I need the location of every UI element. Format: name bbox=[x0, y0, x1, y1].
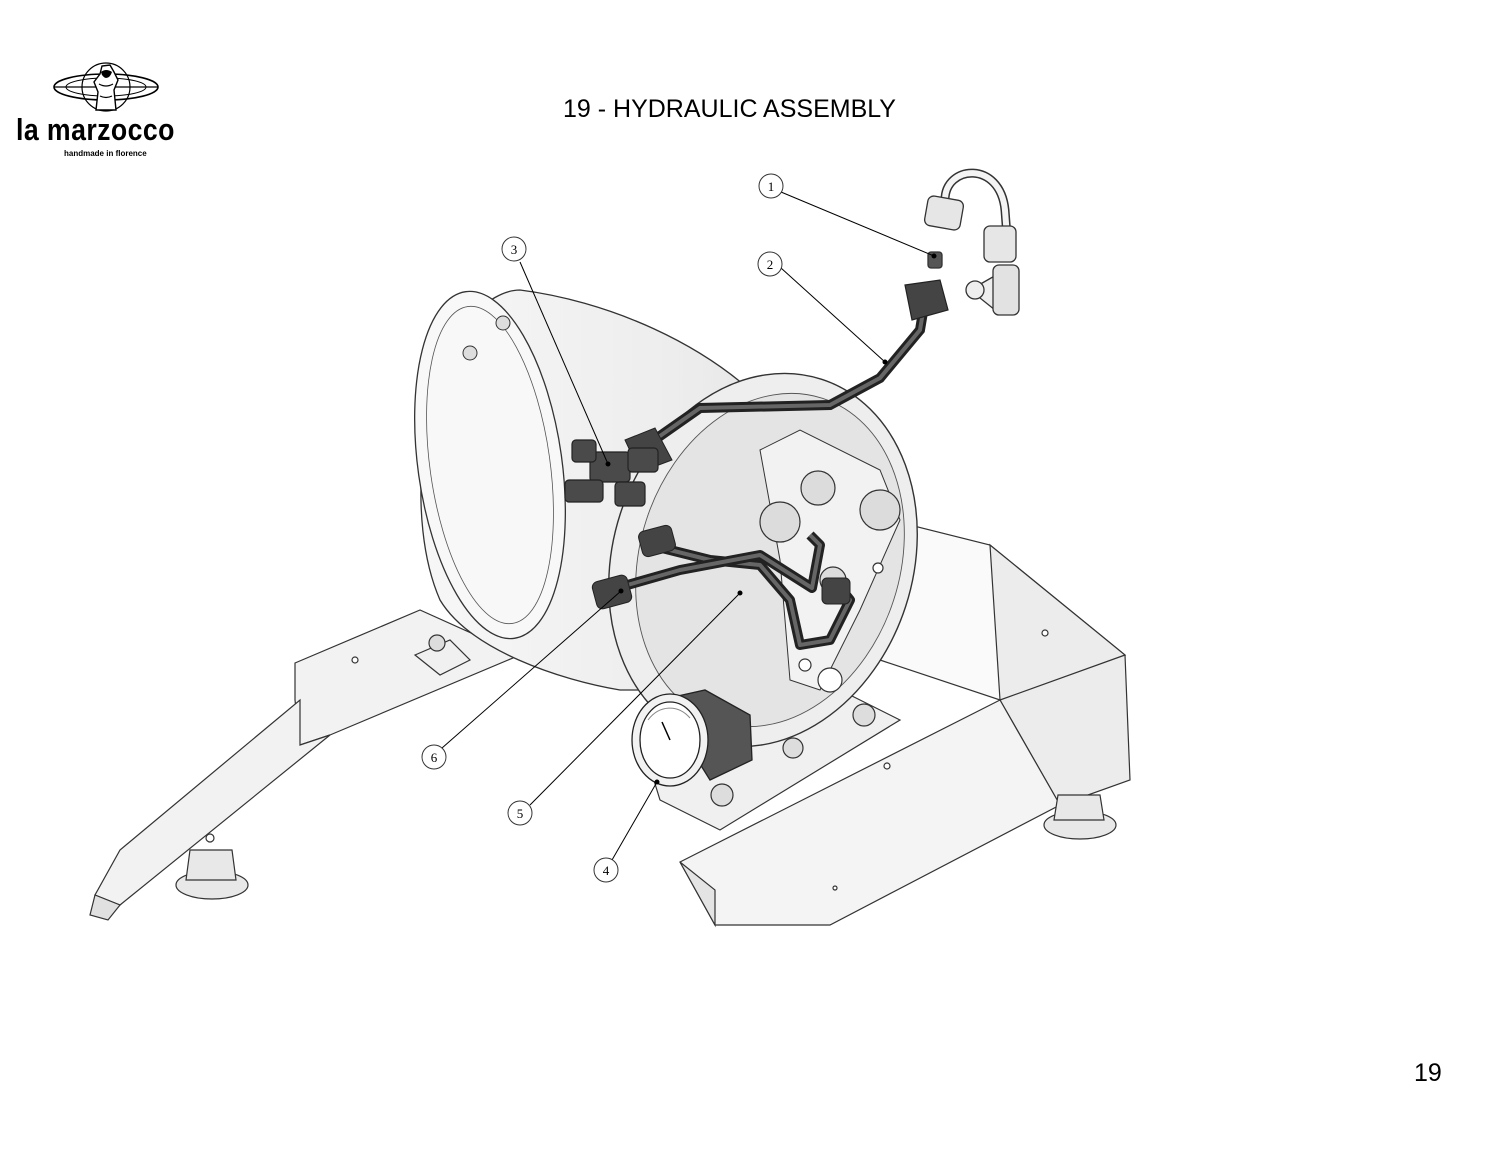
foot-left bbox=[175, 849, 249, 900]
brand-logo: la marzocco handmade in florence bbox=[12, 62, 202, 162]
callout-4-label: 4 bbox=[603, 863, 610, 878]
hydraulic-assembly-diagram: 1 2 3 4 5 6 bbox=[89, 168, 1131, 928]
callout-1: 1 bbox=[758, 173, 784, 199]
callout-5-label: 5 bbox=[517, 806, 524, 821]
callout-3: 3 bbox=[501, 236, 527, 262]
part-3-cross-fitting bbox=[564, 439, 659, 507]
callout-5: 5 bbox=[507, 800, 533, 826]
foot-right bbox=[1043, 794, 1117, 840]
pressure-gauge-icon bbox=[631, 689, 753, 787]
frame-left-arm bbox=[89, 609, 522, 921]
frame-right bbox=[679, 514, 1131, 928]
page-title: 19 - HYDRAULIC ASSEMBLY bbox=[563, 95, 896, 123]
brand-name: la marzocco bbox=[16, 112, 175, 147]
part-1-fitting bbox=[923, 168, 1020, 316]
part-6-pipe bbox=[591, 524, 851, 610]
callout-6: 6 bbox=[421, 744, 447, 770]
callout-6-label: 6 bbox=[431, 750, 438, 765]
leader-dots bbox=[605, 253, 937, 785]
leader-lines bbox=[441, 191, 935, 861]
page-number: 19 bbox=[1414, 1059, 1442, 1087]
callout-2: 2 bbox=[757, 251, 783, 277]
callout-4: 4 bbox=[593, 857, 619, 883]
callout-1-label: 1 bbox=[768, 179, 775, 194]
brand-tagline: handmade in florence bbox=[64, 149, 147, 158]
callout-2-label: 2 bbox=[767, 257, 774, 272]
lion-globe-logo-icon bbox=[53, 62, 159, 112]
callout-3-label: 3 bbox=[511, 242, 518, 257]
